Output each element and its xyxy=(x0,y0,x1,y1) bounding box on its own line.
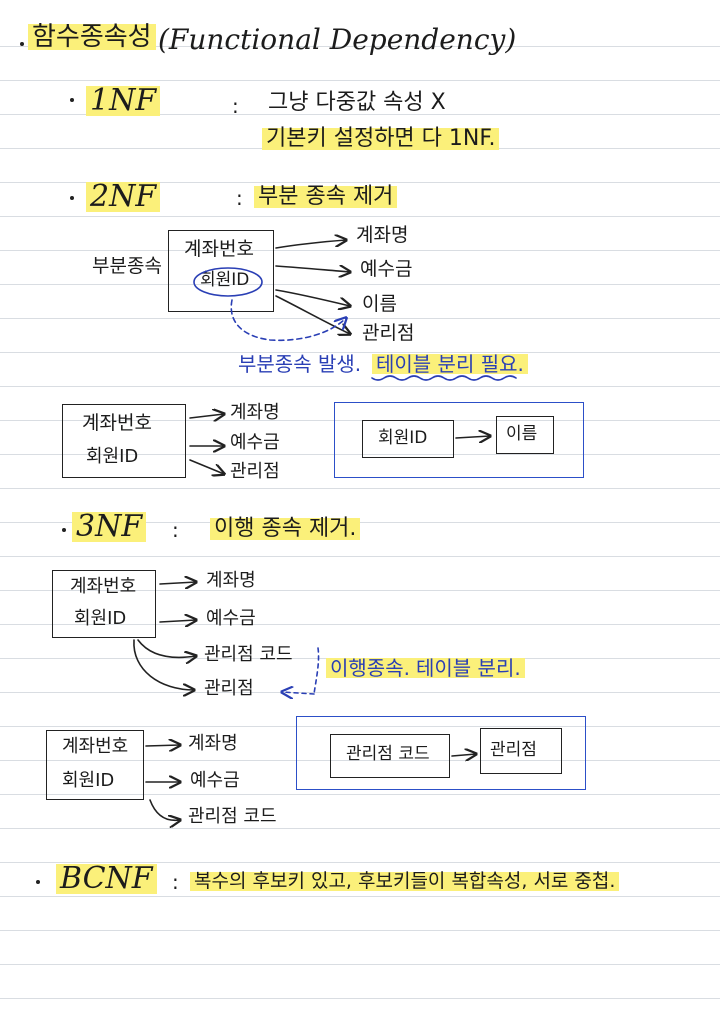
nf3-box-line2: 회원ID xyxy=(74,608,127,629)
nf2-note2: 테이블 분리 필요. xyxy=(372,354,528,374)
nf3-split-box-line1: 계좌번호 xyxy=(62,736,129,757)
nf2-split-box-line1: 계좌번호 xyxy=(82,412,152,434)
nf2-key-box xyxy=(168,230,274,312)
bcnf-sep: : xyxy=(172,870,179,894)
nf2-label: 2NF xyxy=(86,182,161,212)
nf3-target-4: 관리점 xyxy=(204,678,254,699)
bcnf-desc: 복수의 후보키 있고, 후보키들이 복합속성, 서로 중첩. xyxy=(190,872,620,891)
nf2-target-3: 이름 xyxy=(362,293,397,315)
arrow xyxy=(275,289,350,306)
nf2-split-box-line2: 회원ID xyxy=(86,446,139,467)
dashed-arrow xyxy=(282,692,315,694)
nf3-target-1: 계좌명 xyxy=(206,570,256,591)
bullet xyxy=(20,42,24,46)
arrow xyxy=(275,295,350,334)
nf2-split-box xyxy=(62,404,186,478)
nf2-desc: 부분 종속 제거 xyxy=(254,186,398,208)
nf1-line1: 그냥 다중값 속성 X xyxy=(268,90,446,115)
nf3-split-box-line2: 회원ID xyxy=(62,770,115,791)
arrow xyxy=(189,414,224,418)
nf3-split-target-2: 예수금 xyxy=(190,770,240,791)
arrow xyxy=(137,639,196,657)
arrow xyxy=(275,266,350,272)
nf2-split-target-3: 관리점 xyxy=(230,461,280,482)
nf2-split-target-1: 계좌명 xyxy=(230,402,280,423)
nf2-split-target-2: 예수금 xyxy=(230,432,280,453)
title-korean: 함수종속성 xyxy=(28,24,156,50)
bcnf-label: BCNF xyxy=(56,864,157,894)
nf2-new-right-box xyxy=(496,416,554,454)
arrow xyxy=(145,745,180,746)
nf3-split-box xyxy=(46,730,144,800)
nf1-line2: 기본키 설정하면 다 1NF. xyxy=(262,128,500,150)
nf3-note: 이행종속. xyxy=(326,658,414,678)
title-english: (Functional Dependency) xyxy=(158,23,517,56)
arrow xyxy=(455,436,490,438)
bullet xyxy=(36,880,40,884)
nf3-new-table xyxy=(296,716,586,790)
nf2-sep: : xyxy=(236,186,243,210)
bullet xyxy=(70,98,74,102)
nf3-sep: : xyxy=(172,518,179,542)
nf3-new-right: 관리점 xyxy=(490,740,537,760)
nf3-target-2: 예수금 xyxy=(206,608,256,629)
nf2-side-label: 부분종속 xyxy=(92,255,162,277)
nf3-new-right-box xyxy=(480,728,562,774)
circle-mark xyxy=(193,267,263,297)
arrow xyxy=(159,582,196,584)
nf2-target-2: 예수금 xyxy=(360,258,413,280)
nf2-note: 부분종속 발생. xyxy=(238,352,362,376)
bullet xyxy=(62,528,66,532)
nf3-target-3: 관리점 코드 xyxy=(204,644,293,665)
nf1-label: 1NF xyxy=(86,86,161,116)
arrow xyxy=(149,799,180,820)
nf2-target-1: 계좌명 xyxy=(356,224,409,246)
nf3-key-box xyxy=(52,570,156,638)
arrow xyxy=(275,240,346,249)
dashed-bracket xyxy=(313,647,320,695)
bullet xyxy=(70,196,74,200)
nf3-split-target-3: 관리점 코드 xyxy=(188,806,277,827)
arrow xyxy=(133,639,194,690)
nf3-desc: 이행 종속 제거. xyxy=(210,518,361,540)
wavy-underline xyxy=(371,375,517,381)
arrow xyxy=(451,754,476,756)
nf2-box-line1: 계좌번호 xyxy=(184,238,254,260)
nf2-new-table xyxy=(334,402,584,478)
nf3-new-left-box xyxy=(330,734,450,778)
nf1-sep: : xyxy=(232,94,239,118)
dashed-link xyxy=(230,299,346,342)
nf2-new-left-box xyxy=(362,420,454,458)
nf2-new-left: 회원ID xyxy=(378,428,428,448)
nf2-target-4: 관리점 xyxy=(362,322,415,344)
nf3-label: 3NF xyxy=(72,512,147,542)
nf3-box-line1: 계좌번호 xyxy=(70,576,137,597)
nf3-note2: 테이블 분리. xyxy=(412,658,525,678)
arrow xyxy=(159,620,196,622)
arrow xyxy=(189,459,224,474)
nf2-box-line2: 회원ID xyxy=(200,270,250,290)
nf3-split-target-1: 계좌명 xyxy=(188,733,238,754)
nf2-new-right: 이름 xyxy=(506,424,538,444)
nf3-new-left: 관리점 코드 xyxy=(346,744,430,764)
